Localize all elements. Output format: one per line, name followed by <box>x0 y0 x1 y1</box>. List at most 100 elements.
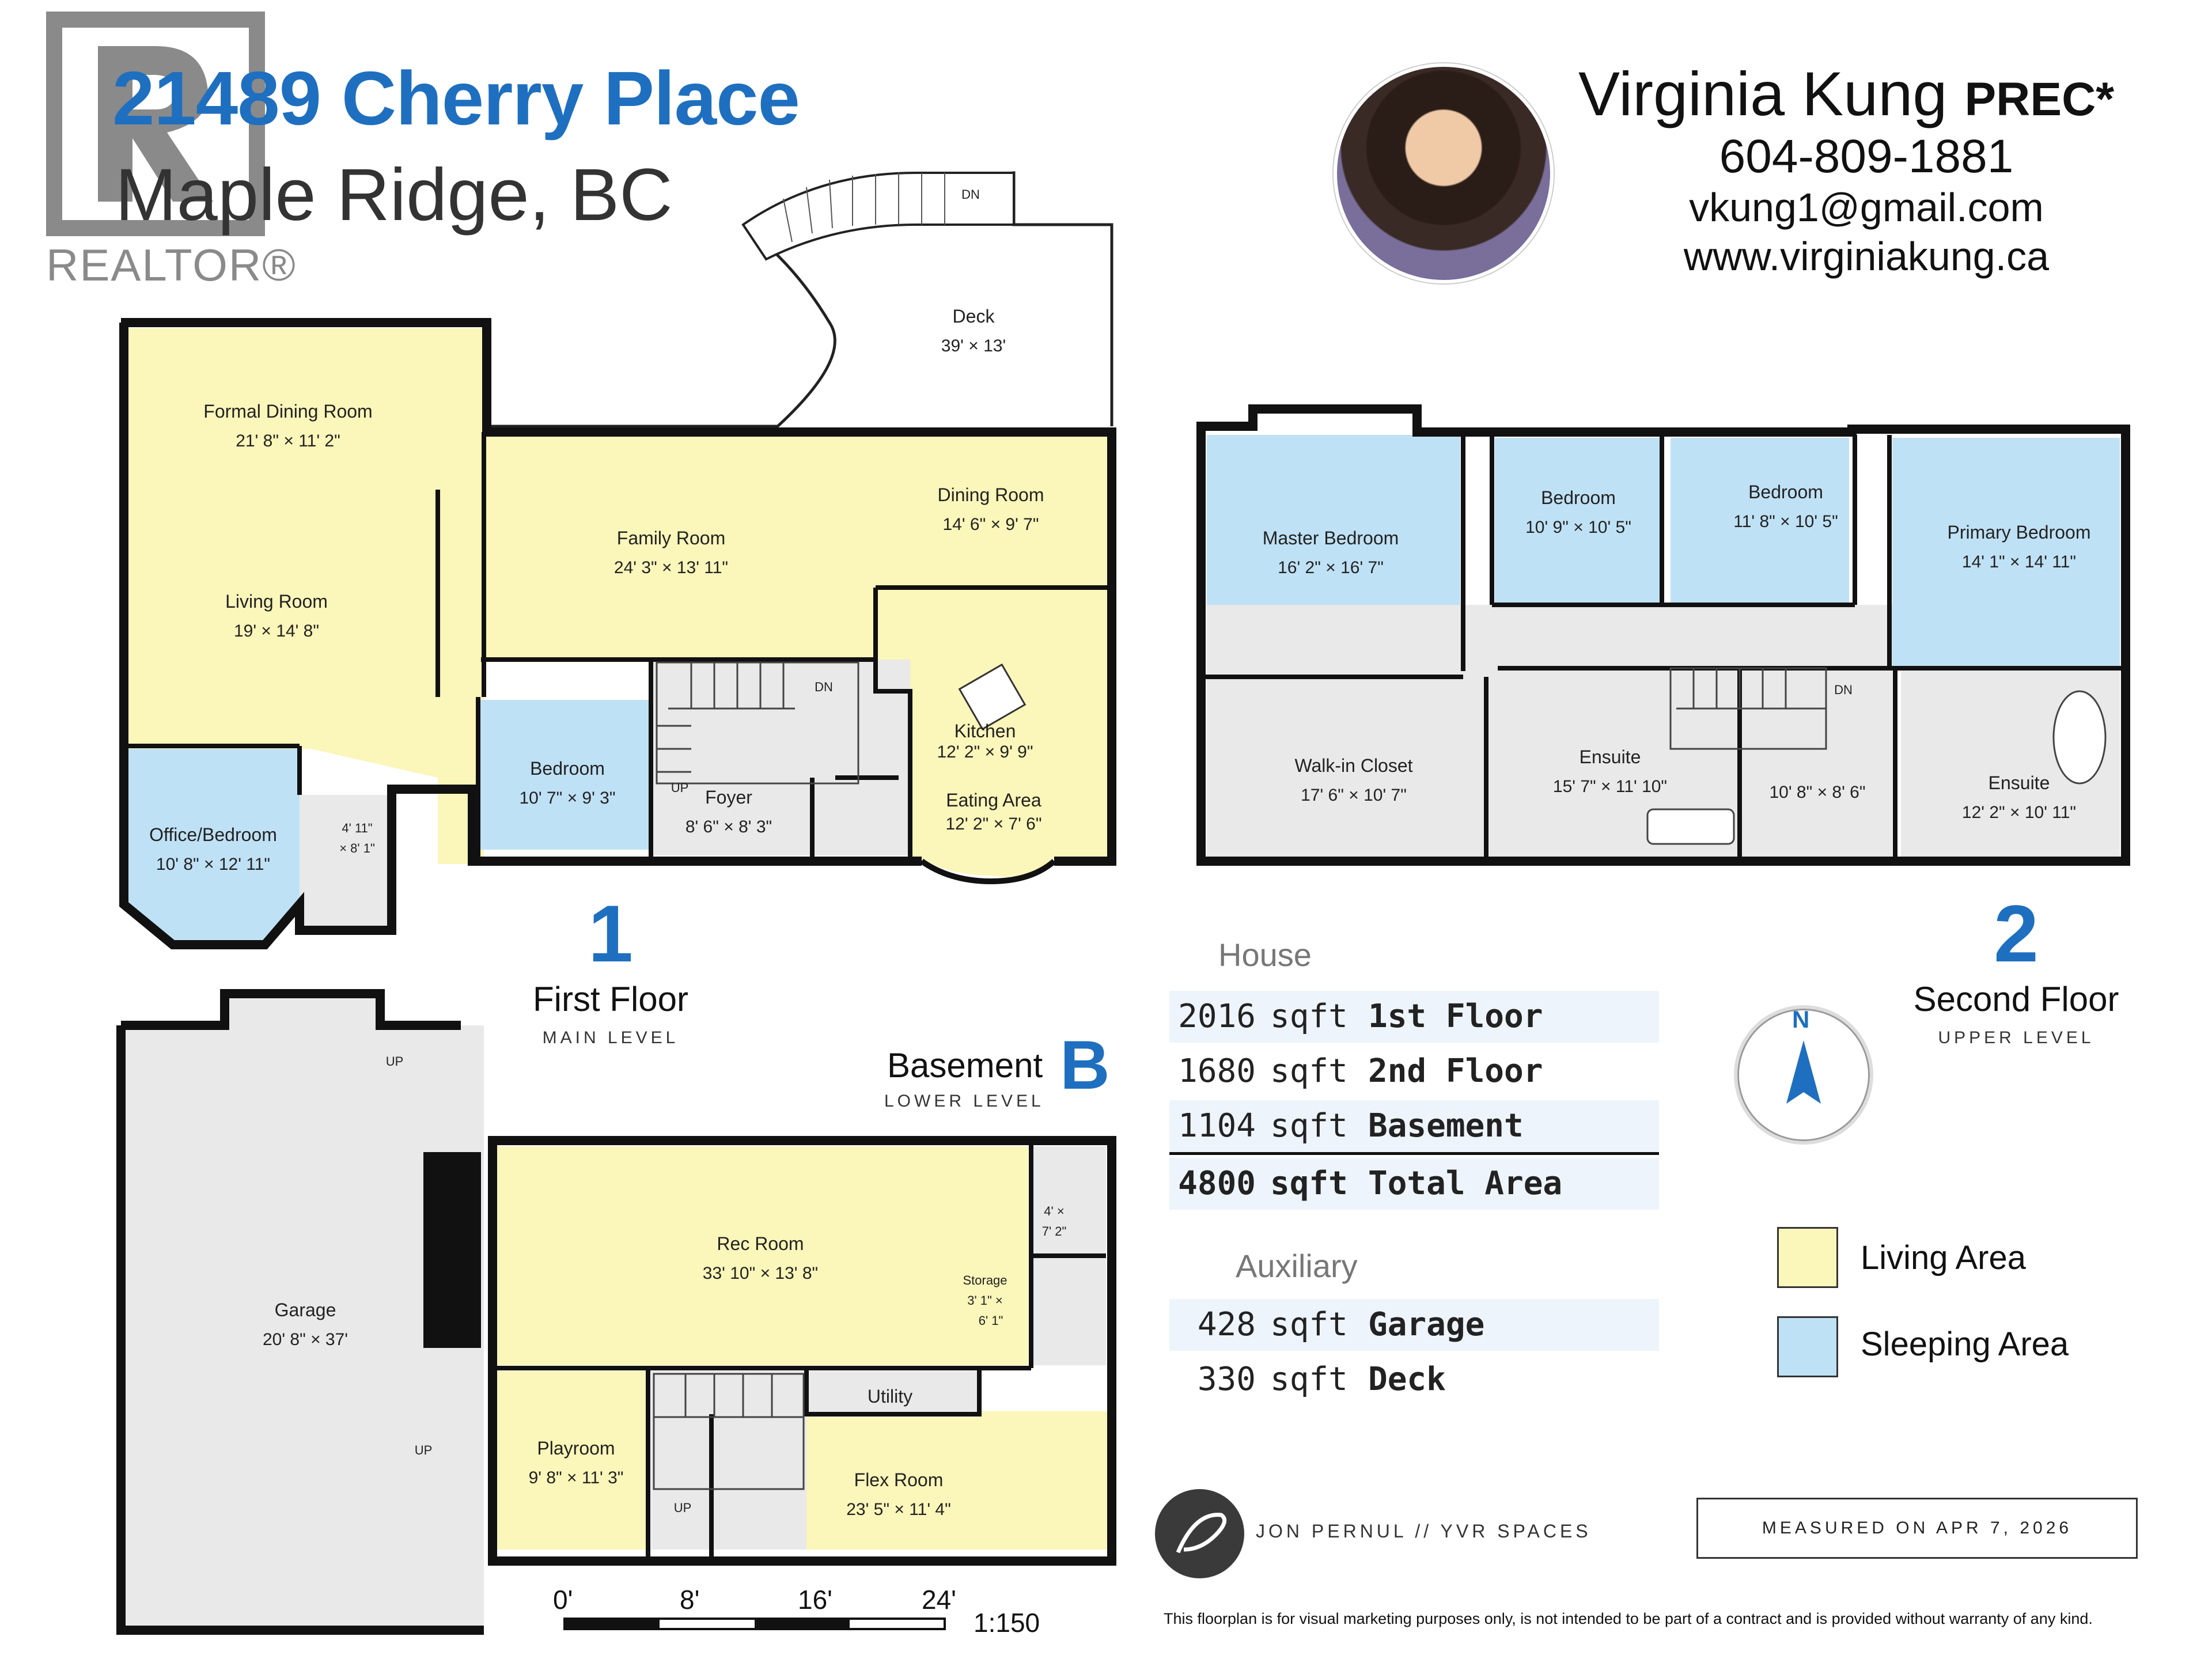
realtor-logo-text: REALTOR® <box>46 240 297 290</box>
agent-phone[interactable]: 604-809-1881 <box>1719 130 2014 183</box>
bath-base-dim2: 7' 2" <box>1042 1224 1067 1238</box>
utility-label: Utility <box>868 1386 912 1407</box>
foyer-fill <box>651 660 910 855</box>
area-label: Basement <box>1368 1107 1524 1145</box>
bedroom-main-fill <box>478 700 651 850</box>
legend-living-swatch <box>1777 1227 1838 1288</box>
primary-label: Primary Bedroom <box>1948 522 2091 543</box>
eating-area-label: Eating Area <box>946 790 1041 810</box>
second-floor-sub: UPPER LEVEL <box>1938 1028 2094 1047</box>
area-label: Deck <box>1368 1361 1446 1398</box>
first-floor-interior-walls <box>127 432 1112 858</box>
ensuite2-dim: 12' 2" × 10' 11" <box>1962 803 2076 822</box>
formal-dining-label: Formal Dining Room <box>203 401 372 422</box>
realtor-logo: REALTOR® <box>46 12 296 290</box>
first-floor-name: First Floor <box>533 980 688 1018</box>
bed3-fill <box>1671 438 1849 605</box>
office-fill <box>127 749 300 945</box>
kitchen-dim: 12' 2" × 9' 9" <box>937 743 1033 762</box>
basement-up-mark: UP <box>674 1501 692 1515</box>
basement-walls <box>116 989 1116 1635</box>
living-room-fill <box>121 328 484 864</box>
garage-label: Garage <box>275 1300 336 1320</box>
family-room-dim: 24' 3" × 13' 11" <box>614 558 728 577</box>
living-room-label: Living Room <box>225 591 328 612</box>
basement-stair-fill <box>651 1371 806 1550</box>
bed3-label: Bedroom <box>1748 482 1823 502</box>
first-floor-stairs <box>656 661 859 785</box>
area-value: 2016 <box>1178 998 1256 1035</box>
area-value: 330 <box>1197 1361 1256 1398</box>
tub <box>2052 690 2107 785</box>
first-floor-number: 1 <box>588 888 633 979</box>
scale-ratio: 1:150 <box>974 1608 1040 1638</box>
rec-room-dim: 33' 10" × 13' 8" <box>703 1264 818 1283</box>
second-floor-name: Second Floor <box>1913 980 2119 1018</box>
bed2-dim: 10' 9" × 10' 5" <box>1525 518 1631 537</box>
bedroom-main-dim: 10' 7" × 9' 3" <box>519 789 615 808</box>
compass-arrow-icon <box>1786 1040 1821 1104</box>
area-label: Total Area <box>1368 1165 1563 1202</box>
foyer-label: Foyer <box>705 787 752 808</box>
foyer-up-mark: UP <box>671 781 689 795</box>
area-unit: sqft <box>1270 1052 1348 1090</box>
master-dim: 16' 2" × 16' 7" <box>1278 558 1384 577</box>
scale-tick-24: 24' <box>922 1585 956 1615</box>
rec-room-label: Rec Room <box>717 1233 804 1254</box>
kitchen-island <box>958 663 1027 730</box>
property-address: 21489 Cherry Place <box>112 56 800 141</box>
agent-website[interactable]: www.virginiakung.ca <box>1683 234 2050 279</box>
playroom-fill <box>493 1371 648 1550</box>
storage-dim2: 6' 1" <box>979 1313 1003 1328</box>
property-city: Maple Ridge, BC <box>115 154 673 236</box>
area-unit: sqft <box>1270 1306 1348 1343</box>
master-label: Master Bedroom <box>1263 528 1399 548</box>
yvr-spaces-logo <box>1155 1489 1244 1578</box>
utility-fill <box>806 1371 979 1417</box>
playroom-label: Playroom <box>537 1438 615 1459</box>
area-value: 1104 <box>1178 1107 1256 1145</box>
flex-room-dim: 23' 5" × 11' 4" <box>846 1500 951 1519</box>
bath-main-dim1: 4' 11" <box>342 821 372 835</box>
agent-email[interactable]: vkung1@gmail.com <box>1689 185 2044 230</box>
second-floor-number: 2 <box>1994 888 2039 979</box>
flex-room-label: Flex Room <box>854 1469 944 1490</box>
basement-stairs <box>653 1373 805 1490</box>
upper-bath-dim: 10' 8" × 8' 6" <box>1769 783 1865 802</box>
scale-bar <box>563 1618 946 1630</box>
ensuite1-label: Ensuite <box>1580 747 1641 767</box>
storage-label: Storage <box>963 1273 1007 1287</box>
bath-base-dim1: 4' × <box>1044 1204 1064 1218</box>
compass-north-label: N <box>1792 1006 1810 1033</box>
primary-fill <box>1892 438 2120 668</box>
bath-main-dim2: × 8' 1" <box>339 841 375 855</box>
scale-tick-0: 0' <box>553 1585 573 1615</box>
garage-partition <box>423 1152 481 1348</box>
bath-main-fill <box>300 795 392 927</box>
bay-window <box>920 858 1056 885</box>
foyer-dn-mark: DN <box>815 680 833 694</box>
family-room-label: Family Room <box>617 528 725 548</box>
dining-room-dim: 14' 6" × 9' 7" <box>942 515 1039 534</box>
walkin-label: Walk-in Closet <box>1294 755 1412 776</box>
second-floor-walls <box>1196 404 2130 866</box>
yvr-spaces-logo-icon <box>1176 1513 1227 1554</box>
bed2-label: Bedroom <box>1541 487 1616 508</box>
area-label: 1st Floor <box>1368 998 1543 1035</box>
legend-sleeping-swatch <box>1777 1316 1838 1377</box>
measured-date: MEASURED ON APR 7, 2026 <box>1696 1498 2138 1559</box>
deck-dn-mark: DN <box>961 187 980 202</box>
eating-area-dim: 12' 2" × 7' 6" <box>945 815 1041 834</box>
agent-name: Virginia Kung PREC* <box>1578 58 2114 130</box>
scale-tick-16: 16' <box>798 1585 832 1615</box>
ensuite1-dim: 15' 7" × 11' 10" <box>1553 777 1667 796</box>
garage-dim: 20' 8" × 37' <box>263 1330 348 1349</box>
foyer-dim: 8' 6" × 8' 3" <box>685 817 772 836</box>
deck-stairs <box>741 172 1015 261</box>
primary-dim: 14' 1" × 14' 11" <box>1962 552 2076 571</box>
upper-hall-fill <box>1207 605 1892 858</box>
